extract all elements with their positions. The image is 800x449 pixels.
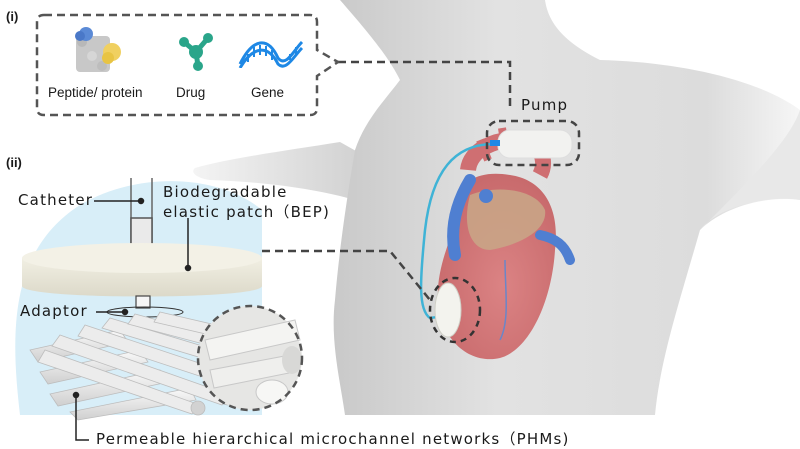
magnified-inset [196,304,304,412]
bep-label-line2: elastic patch（BEP) [163,203,331,221]
phms-label: Permeable hierarchical microchannel netw… [96,430,570,448]
vena-cava [447,174,476,261]
cargo-label-gene: Gene [251,85,285,100]
implanted-patch [434,282,462,338]
pump-connector-line [338,60,512,108]
dna-icon [238,40,304,68]
pump-callout-box [485,119,581,167]
drug-molecule-icon [179,33,213,71]
pump-label: Pump [521,96,569,114]
leader-lines [72,197,192,441]
panel-i-tag: (i) [6,9,19,24]
cargo-label-protein: Peptide/ protein [48,85,143,100]
panel-ii-tag: (ii) [6,155,22,170]
catheter-label: Catheter [18,191,94,209]
biodegradable-elastic-patch [22,243,262,297]
cargo-label-drug: Drug [176,85,206,100]
patch-callout-circle [428,276,482,344]
patch-connector-line [262,249,431,301]
adaptor-label: Adaptor [20,302,88,320]
protein-icon [75,27,121,72]
pulmonary-vein [535,230,575,265]
atrium [466,189,546,250]
bep-label-line1: Biodegradable [163,183,288,201]
catheter-tube [419,142,493,320]
